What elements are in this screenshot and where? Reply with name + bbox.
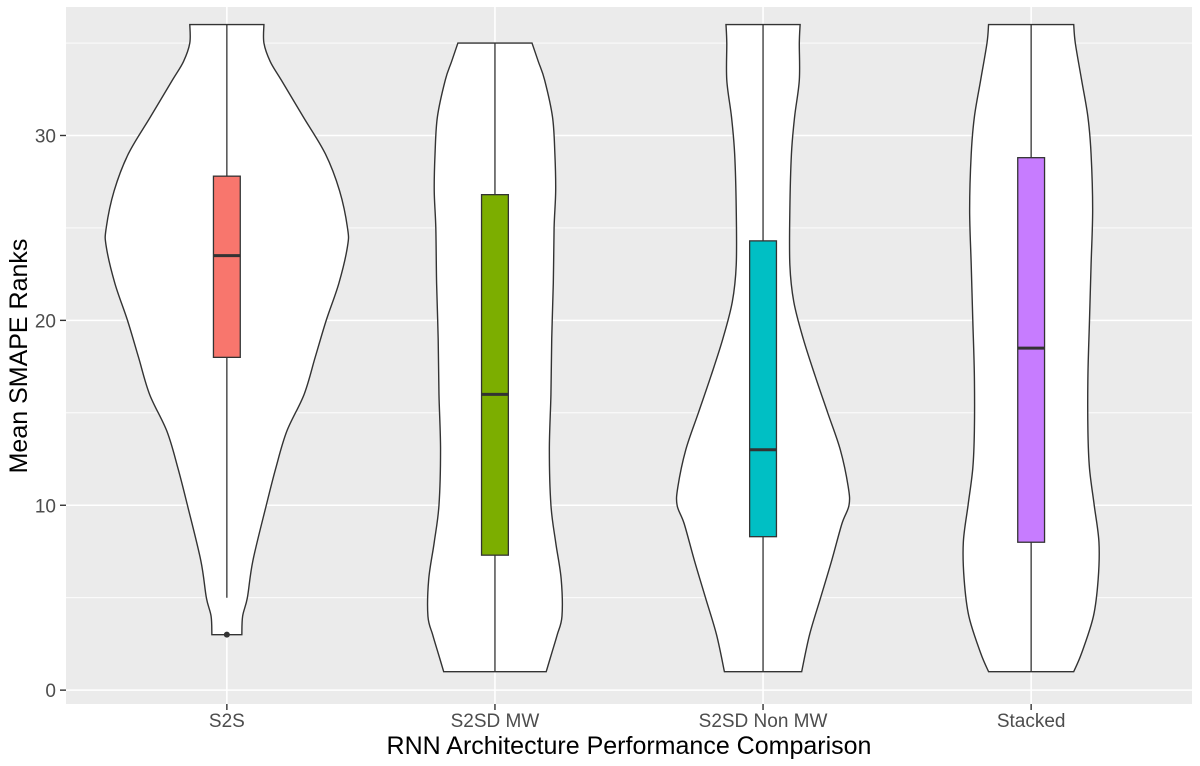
y-tick-label: 20 — [35, 311, 56, 332]
y-tick-label: 30 — [35, 126, 56, 147]
outlier-point — [223, 631, 230, 638]
y-axis: 0 10 20 30 — [35, 126, 66, 702]
box-s2sd-mw — [480, 194, 510, 556]
x-tick-label: S2S — [209, 711, 245, 732]
y-tick-label: 0 — [45, 681, 56, 702]
y-tick-label: 10 — [35, 496, 56, 517]
box-s2s — [212, 175, 241, 358]
y-axis-title: Mean SMAPE Ranks — [5, 239, 33, 474]
box-s2sd-non-mw — [748, 240, 778, 538]
x-tick-label: S2SD Non MW — [699, 711, 828, 732]
x-axis: S2S S2SD MW S2SD Non MW Stacked — [209, 704, 1066, 732]
box-stacked — [1017, 157, 1046, 543]
x-tick-label: S2SD MW — [451, 711, 540, 732]
boxplot-layer — [212, 24, 1046, 672]
x-tick-label: Stacked — [997, 711, 1066, 732]
x-axis-title: RNN Architecture Performance Comparison — [387, 732, 872, 760]
